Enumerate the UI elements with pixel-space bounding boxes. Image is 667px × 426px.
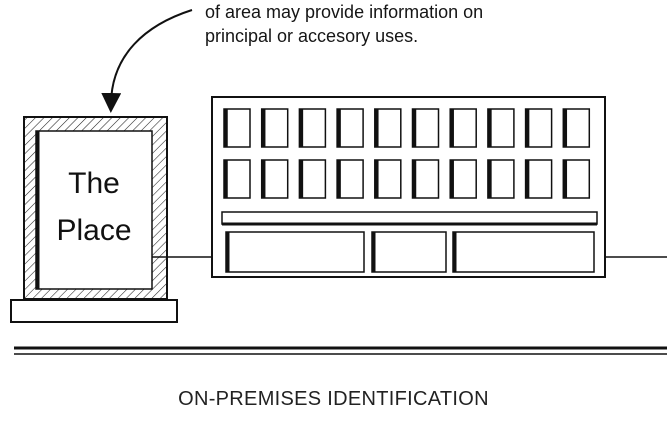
building xyxy=(211,96,606,278)
building-window xyxy=(298,108,327,148)
building-window xyxy=(298,159,327,199)
sign-base xyxy=(10,299,178,323)
building-window xyxy=(336,108,364,148)
building-window xyxy=(487,108,515,148)
building-window xyxy=(487,159,515,199)
building-window xyxy=(449,108,477,148)
diagram-caption: ON-PREMISES IDENTIFICATION xyxy=(178,388,489,410)
callout-note-line-1: of area may provide information on xyxy=(205,2,484,22)
sign-text-line-1: The xyxy=(68,167,120,200)
building-window xyxy=(524,159,553,199)
callout-arrow xyxy=(101,9,193,113)
callout-note-line-2: principal or accesory uses. xyxy=(205,26,419,46)
building-window xyxy=(411,159,440,199)
building-window xyxy=(449,159,477,199)
building-window xyxy=(223,108,251,148)
building-window xyxy=(562,159,591,199)
building-windows xyxy=(223,108,591,199)
building-window xyxy=(411,108,440,148)
storefront-panels xyxy=(225,231,595,273)
building-window xyxy=(562,108,591,148)
building-window xyxy=(524,108,553,148)
building-window xyxy=(374,108,402,148)
building-window xyxy=(336,159,364,199)
building-canopy xyxy=(221,211,598,225)
building-window xyxy=(223,159,251,199)
monument-sign xyxy=(10,116,178,323)
building-window xyxy=(260,108,289,148)
building-window xyxy=(260,159,289,199)
ground-line xyxy=(14,346,667,355)
sign-text-line-2: Place xyxy=(56,214,132,247)
building-window xyxy=(374,159,402,199)
callout-note: of area may provide information on princ… xyxy=(205,0,625,48)
